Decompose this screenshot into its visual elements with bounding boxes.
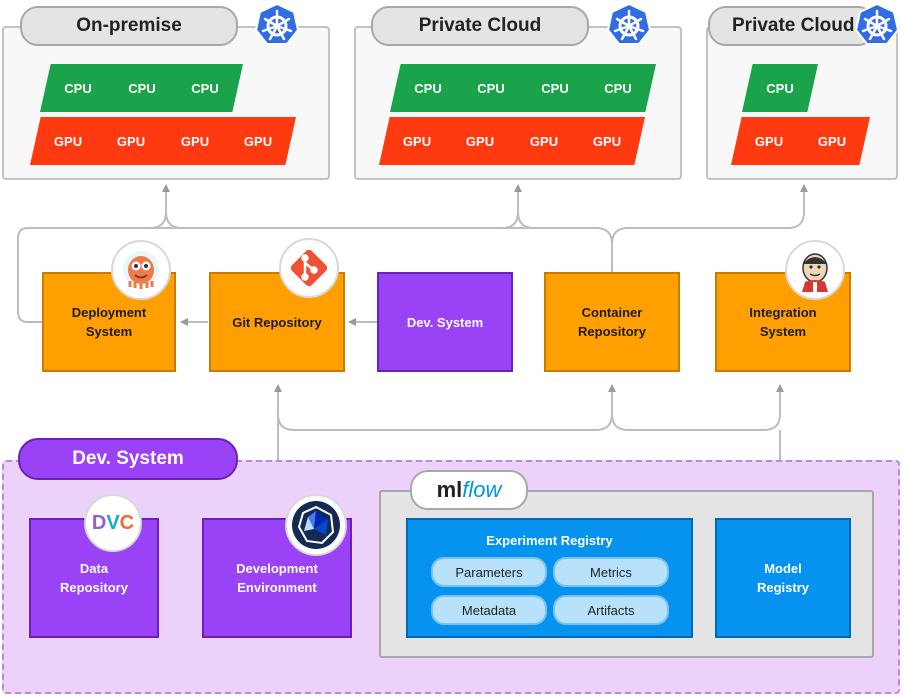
gpu-chip: GPU	[569, 117, 645, 165]
model-registry-box: Model Registry	[715, 518, 851, 638]
mlflow-flow-text: flow	[462, 477, 502, 502]
dev-system-title: Dev. System	[18, 438, 238, 480]
kubernetes-icon	[854, 2, 900, 45]
kubeflow-icon	[285, 494, 347, 556]
cpu-chip: CPU	[742, 64, 818, 112]
gpu-chip: GPU	[731, 117, 807, 165]
gpu-chip: GPU	[93, 117, 169, 165]
cpu-chip: CPU	[453, 64, 529, 112]
argo-icon	[111, 240, 171, 300]
gpu-chip: GPU	[794, 117, 870, 165]
cpu-chip: CPU	[517, 64, 593, 112]
cpu-chip: CPU	[104, 64, 180, 112]
cpu-chip: CPU	[40, 64, 116, 112]
gpu-chip: GPU	[506, 117, 582, 165]
kubernetes-icon	[606, 2, 652, 45]
mlflow-ml-text: ml	[436, 477, 463, 502]
dvc-letter: D	[91, 511, 107, 534]
cluster-title: Private Cloud	[371, 6, 589, 46]
cluster-title: On-premise	[20, 6, 238, 46]
cluster-title: Private Cloud	[708, 6, 876, 46]
tag-artifacts: Artifacts	[553, 595, 669, 625]
tag-metadata: Metadata	[431, 595, 547, 625]
dvc-letter: C	[119, 511, 135, 534]
kubernetes-icon	[254, 2, 300, 45]
gpu-chip: GPU	[157, 117, 233, 165]
cpu-chip: CPU	[390, 64, 466, 112]
cpu-chip: CPU	[167, 64, 243, 112]
tag-parameters: Parameters	[431, 557, 547, 587]
gpu-chip: GPU	[220, 117, 296, 165]
tag-metrics: Metrics	[553, 557, 669, 587]
gpu-chip: GPU	[379, 117, 455, 165]
git-icon	[279, 238, 339, 298]
container-repository-box: Container Repository	[544, 272, 680, 372]
dev-system-box: Dev. System	[377, 272, 513, 372]
cpu-chip: CPU	[580, 64, 656, 112]
experiment-registry-title: Experiment Registry	[486, 533, 613, 548]
gpu-chip: GPU	[30, 117, 106, 165]
dvc-letter: V	[106, 511, 120, 534]
gpu-chip: GPU	[442, 117, 518, 165]
jenkins-icon	[785, 240, 845, 300]
